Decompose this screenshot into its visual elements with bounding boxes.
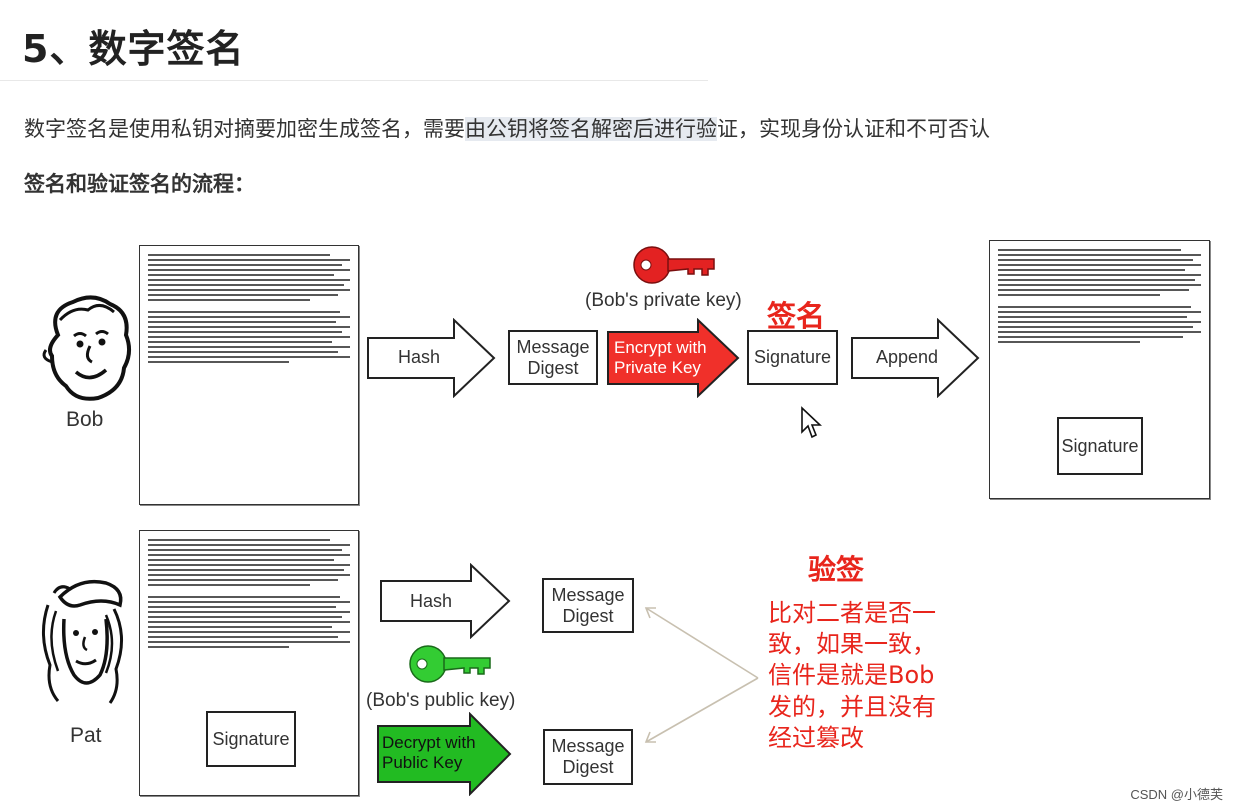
verify-text-line: 比对二者是否一 [768, 599, 936, 627]
pat-document: Signature [139, 530, 359, 796]
private-key-label: (Bob's private key) [585, 290, 742, 311]
verify-annotation-title: 验签 [808, 553, 865, 586]
verify-text-line: 发的，并且没有 [768, 692, 936, 721]
document-text-lines [148, 539, 350, 651]
pat-document-signature-box: Signature [206, 711, 296, 767]
digest-line-1: Message [551, 736, 625, 757]
encrypt-label: Encrypt with Private Key [614, 338, 707, 379]
pat-message-digest-top: Message Digest [542, 578, 634, 633]
pat-hash-arrow [380, 563, 511, 639]
decrypt-label-line-1: Decrypt with [382, 733, 476, 752]
decrypt-arrow [377, 712, 512, 796]
public-key-icon [409, 645, 491, 683]
pat-name-label: Pat [70, 724, 102, 747]
digest-line-2: Digest [527, 357, 579, 378]
intro-text-start: 数字签名是使用私钥对摘要加密生成签名，需要 [24, 117, 465, 141]
encrypt-label-line-1: Encrypt with [614, 338, 707, 357]
digest-line-1: Message [551, 584, 625, 605]
page-title: 5、数字签名 [22, 27, 245, 71]
section-subheading: 签名和验证签名的流程： [24, 172, 255, 196]
document-signature-box: Signature [1057, 417, 1143, 475]
bob-face-icon [42, 295, 131, 401]
signed-document: Signature [989, 240, 1210, 499]
encrypt-label-line-2: Private Key [614, 358, 701, 378]
watermark: CSDN @小德芙 [1130, 787, 1223, 802]
append-label: Append [876, 347, 939, 367]
verify-text-line: 致，如果一致， [768, 630, 936, 659]
sign-annotation: 签名 [767, 299, 826, 333]
append-arrow [851, 318, 980, 398]
decrypt-label-line-2: Public Key [382, 753, 463, 773]
intro-text-highlight: 由公钥将签名解密后进行验 [465, 117, 717, 141]
encrypt-arrow [607, 318, 740, 398]
bob-name-label: Bob [66, 408, 104, 431]
digest-line-2: Digest [562, 605, 614, 626]
verify-text-line: 信件是就是Bob [768, 661, 935, 690]
bob-document [139, 245, 359, 505]
intro-paragraph: 数字签名是使用私钥对摘要加密生成签名，需要由公钥将签名解密后进行验证，实现身份认… [24, 113, 990, 143]
bob-signature-box: Signature [747, 330, 838, 385]
pat-hash-label: Hash [410, 591, 453, 611]
title-divider [0, 80, 708, 81]
document-text-lines [148, 254, 350, 366]
intro-text-end: 证，实现身份认证和不可否认 [717, 117, 990, 141]
decrypt-label: Decrypt with Public Key [382, 733, 476, 774]
bob-message-digest-box: Message Digest [508, 330, 598, 385]
public-key-label: (Bob's public key) [366, 690, 516, 711]
digest-line-1: Message [516, 336, 590, 357]
pat-message-digest-bottom: Message Digest [543, 729, 633, 785]
comparison-arrows [644, 607, 759, 743]
private-key-icon [633, 246, 715, 284]
bob-hash-arrow [367, 318, 496, 398]
digest-line-2: Digest [562, 757, 614, 777]
verify-text-line: 经过篡改 [768, 723, 864, 752]
bob-hash-label: Hash [398, 347, 441, 367]
mouse-cursor-icon [801, 406, 822, 439]
verify-annotation-text: 比对二者是否一 致，如果一致， 信件是就是Bob 发的，并且没有 经过篡改 [768, 598, 936, 754]
document-text-lines [998, 249, 1201, 346]
pat-face-icon [42, 579, 123, 704]
